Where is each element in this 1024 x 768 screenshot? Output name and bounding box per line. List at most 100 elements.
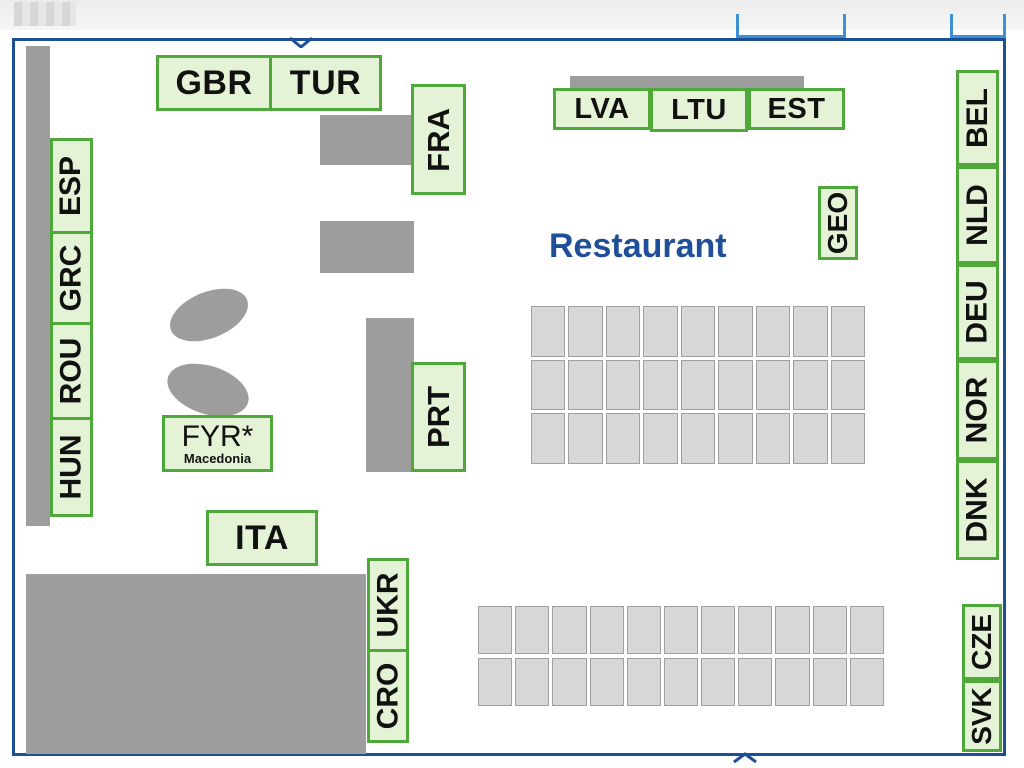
booth-hun[interactable]: HUN: [50, 417, 93, 517]
table: [568, 413, 603, 464]
table: [755, 359, 791, 411]
table: [552, 658, 587, 706]
booth-label: BEL: [960, 88, 994, 148]
table: [830, 306, 865, 357]
table: [680, 413, 716, 464]
table: [531, 306, 566, 357]
table: [478, 606, 513, 654]
toolbar-tabs: [14, 2, 76, 26]
door-top-right-2: [950, 14, 1006, 38]
booth-grc[interactable]: GRC: [50, 231, 93, 325]
table: [589, 606, 624, 654]
table: [663, 606, 699, 654]
booth-nor[interactable]: NOR: [956, 360, 999, 460]
entrance-arrow-bottom: [733, 752, 757, 764]
entrance-arrow-top: [289, 36, 313, 48]
booth-label: NOR: [960, 376, 994, 444]
table: [531, 413, 566, 464]
booth-label: PRT: [420, 386, 456, 448]
table: [626, 606, 661, 654]
booth-label: DNK: [960, 477, 994, 543]
booth-nld[interactable]: NLD: [956, 166, 999, 264]
table: [812, 606, 847, 654]
booth-svk[interactable]: SVK: [962, 680, 1002, 752]
bottom-left-block: [26, 574, 366, 754]
table: [626, 658, 661, 706]
booth-dnk[interactable]: DNK: [956, 460, 999, 560]
table: [552, 606, 587, 654]
booth-label: ROU: [54, 337, 88, 405]
booth-label: CRO: [371, 662, 405, 730]
table: [568, 306, 603, 357]
booth-geo[interactable]: GEO: [818, 186, 858, 260]
booth-label: GBR: [175, 63, 253, 102]
table: [643, 413, 678, 464]
booth-label: UKR: [371, 572, 404, 638]
table: [830, 359, 865, 411]
pillar-3: [366, 318, 414, 472]
restaurant-tables-lower: [478, 606, 884, 706]
table: [568, 359, 603, 411]
table: [812, 658, 847, 706]
booth-label: EST: [767, 92, 826, 125]
restaurant-counter: [570, 76, 804, 88]
booth-label: SVK: [966, 687, 998, 745]
booth-cze[interactable]: CZE: [962, 604, 1002, 680]
table: [643, 359, 678, 411]
booth-bel[interactable]: BEL: [956, 70, 999, 166]
booth-rou[interactable]: ROU: [50, 322, 93, 420]
table: [738, 658, 773, 706]
table: [701, 606, 736, 654]
booth-label: HUN: [54, 434, 88, 500]
table: [478, 658, 513, 706]
table: [680, 306, 716, 357]
table: [775, 658, 810, 706]
booth-cro[interactable]: CRO: [367, 649, 409, 743]
table: [701, 658, 736, 706]
booth-prt[interactable]: PRT: [411, 362, 466, 472]
booth-label: CZE: [966, 614, 997, 670]
booth-ltu[interactable]: LTU: [650, 88, 748, 132]
table: [680, 359, 716, 411]
table: [605, 359, 641, 411]
table: [849, 658, 884, 706]
booth-label: ITA: [235, 518, 289, 557]
booth-lva[interactable]: LVA: [553, 88, 651, 130]
booth-tur[interactable]: TUR: [269, 55, 382, 111]
left-wall-column: [26, 46, 50, 526]
booth-esp[interactable]: ESP: [50, 138, 93, 234]
booth-label: GEO: [822, 191, 854, 255]
booth-label: FRA: [420, 107, 456, 172]
booth-deu[interactable]: DEU: [956, 264, 999, 360]
table: [663, 658, 699, 706]
door-top-right-1: [736, 14, 846, 38]
restaurant-label: Restaurant: [549, 227, 727, 265]
table: [755, 413, 791, 464]
table: [830, 413, 865, 464]
table: [605, 306, 641, 357]
table: [643, 306, 678, 357]
table: [793, 359, 828, 411]
table: [849, 606, 884, 654]
table: [793, 413, 828, 464]
booth-gbr[interactable]: GBR: [156, 55, 272, 111]
booth-label: TUR: [289, 63, 362, 102]
table: [718, 306, 753, 357]
table: [515, 658, 550, 706]
table: [605, 413, 641, 464]
table: [775, 606, 810, 654]
booth-fyr-macedonia[interactable]: FYR* Macedonia: [162, 415, 273, 472]
table: [738, 606, 773, 654]
restaurant-tables-upper: [531, 306, 865, 464]
booth-ukr[interactable]: UKR: [367, 558, 409, 652]
booth-label: GRC: [54, 244, 88, 312]
booth-label: NLD: [960, 184, 994, 246]
table: [589, 658, 624, 706]
booth-fra[interactable]: FRA: [411, 84, 466, 195]
pillar-1: [320, 115, 412, 165]
booth-est[interactable]: EST: [748, 88, 845, 130]
top-strip: [0, 0, 1024, 30]
booth-ita[interactable]: ITA: [206, 510, 318, 566]
table: [793, 306, 828, 357]
booth-label: ESP: [54, 155, 88, 217]
